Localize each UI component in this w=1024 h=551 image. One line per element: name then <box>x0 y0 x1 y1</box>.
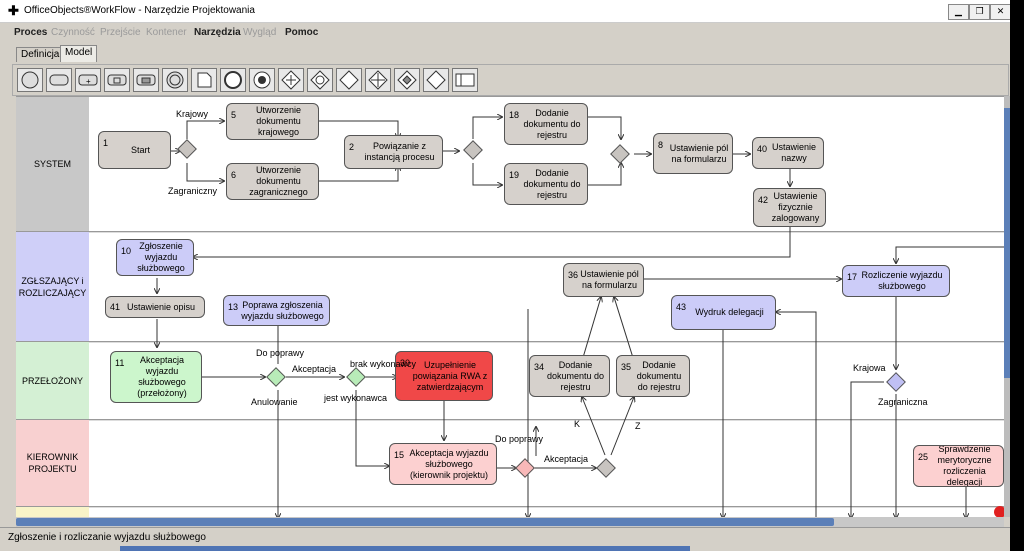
tab-strip: Definicja Model <box>0 44 1010 62</box>
menu-czynnosc[interactable]: Czynność <box>51 27 95 38</box>
menu-narzedzia[interactable]: Narzędzia <box>194 27 241 38</box>
document-activity-tool[interactable] <box>104 68 130 92</box>
cross-icon: ✚ <box>8 3 19 18</box>
start-event-tool[interactable] <box>17 68 43 92</box>
gateway-tool[interactable] <box>423 68 449 92</box>
close-icon[interactable]: ✕ <box>990 4 1010 20</box>
subprocess-tool[interactable]: + <box>75 68 101 92</box>
parallel-gateway-tool-2[interactable] <box>365 68 391 92</box>
edge-label: Akceptacja <box>292 364 337 374</box>
horizontal-scroll-thumb[interactable] <box>16 518 834 526</box>
exclusive-gateway-tool[interactable] <box>336 68 362 92</box>
group-activity-tool[interactable] <box>133 68 159 92</box>
tab-definicja[interactable]: Definicja <box>16 47 65 62</box>
edge-label: Do poprawy <box>495 434 544 444</box>
edge-label: Akceptacja <box>544 454 589 464</box>
menu-proces[interactable]: Proces <box>14 27 48 38</box>
lane-divider <box>89 341 1004 343</box>
menu-wyglad[interactable]: Wygląd <box>243 27 277 38</box>
timer-tool[interactable] <box>162 68 188 92</box>
inclusive-gateway-tool[interactable] <box>307 68 333 92</box>
edge-label: Do poprawy <box>256 348 305 358</box>
lane-kierownik-projektu: KIEROWNIK PROJEKTU <box>16 420 89 507</box>
terminate-event-tool[interactable] <box>249 68 275 92</box>
lane-tool[interactable] <box>452 68 478 92</box>
lane-divider <box>89 506 1004 508</box>
tool-palette: + <box>12 64 1009 96</box>
lane-zglaszajacy: ZGŁSZAJĄCY i ROZLICZAJĄCY <box>16 232 89 342</box>
end-event-icon[interactable] <box>994 506 1004 518</box>
menu-pomoc[interactable]: Pomoc <box>285 27 319 38</box>
complex-gateway-tool[interactable] <box>394 68 420 92</box>
edge-label: jest wykonawca <box>324 393 388 403</box>
vertical-scroll-thumb[interactable] <box>1004 108 1010 378</box>
parallel-gateway-tool[interactable] <box>278 68 304 92</box>
end-event-tool[interactable] <box>220 68 246 92</box>
document-tool[interactable] <box>191 68 217 92</box>
lane-przelozony: PRZEŁOŻONY <box>16 342 89 420</box>
menu-kontener[interactable]: Kontener <box>146 27 187 38</box>
menu-przejscie[interactable]: Przejście <box>100 27 141 38</box>
diagram-canvas[interactable]: SYSTEM ZGŁSZAJĄCY i ROZLICZAJĄCY PRZEŁOŻ… <box>16 96 1004 518</box>
edge-label: Krajowy <box>176 109 209 119</box>
title-bar: ✚ OfficeObjects®WorkFlow - Narzędzie Pro… <box>0 0 1010 23</box>
edge-label: Krajowa <box>853 363 886 373</box>
lane-system: SYSTEM <box>16 97 89 232</box>
edge-label: Zagraniczna <box>878 397 928 407</box>
lane-divider <box>89 231 1004 233</box>
tab-model[interactable]: Model <box>60 45 98 62</box>
window-title: OfficeObjects®WorkFlow - Narzędzie Proje… <box>24 5 255 16</box>
edge-label: Zagraniczny <box>168 186 218 196</box>
lane-bottom <box>16 507 89 518</box>
edge-label: brak wykonawcy <box>350 359 417 369</box>
activity-tool[interactable] <box>46 68 72 92</box>
restore-icon[interactable]: ❐ <box>969 4 990 20</box>
edge-label: K <box>574 419 581 429</box>
lane-divider <box>89 419 1004 421</box>
edge-label: Anulowanie <box>251 397 298 407</box>
svg-text:+: + <box>86 77 91 86</box>
diagram-edges <box>16 97 1004 518</box>
horizontal-scrollbar[interactable] <box>16 517 1004 527</box>
vertical-scrollbar[interactable] <box>1004 96 1010 517</box>
minimize-icon[interactable]: ▁ <box>948 4 969 20</box>
status-text: Zgłoszenie i rozliczanie wyjazdu służbow… <box>8 532 206 543</box>
taskbar-strip <box>120 546 690 551</box>
menu-bar: Proces Czynność Przejście Kontener Narzę… <box>0 23 1010 43</box>
edge-label: Z <box>635 421 641 431</box>
